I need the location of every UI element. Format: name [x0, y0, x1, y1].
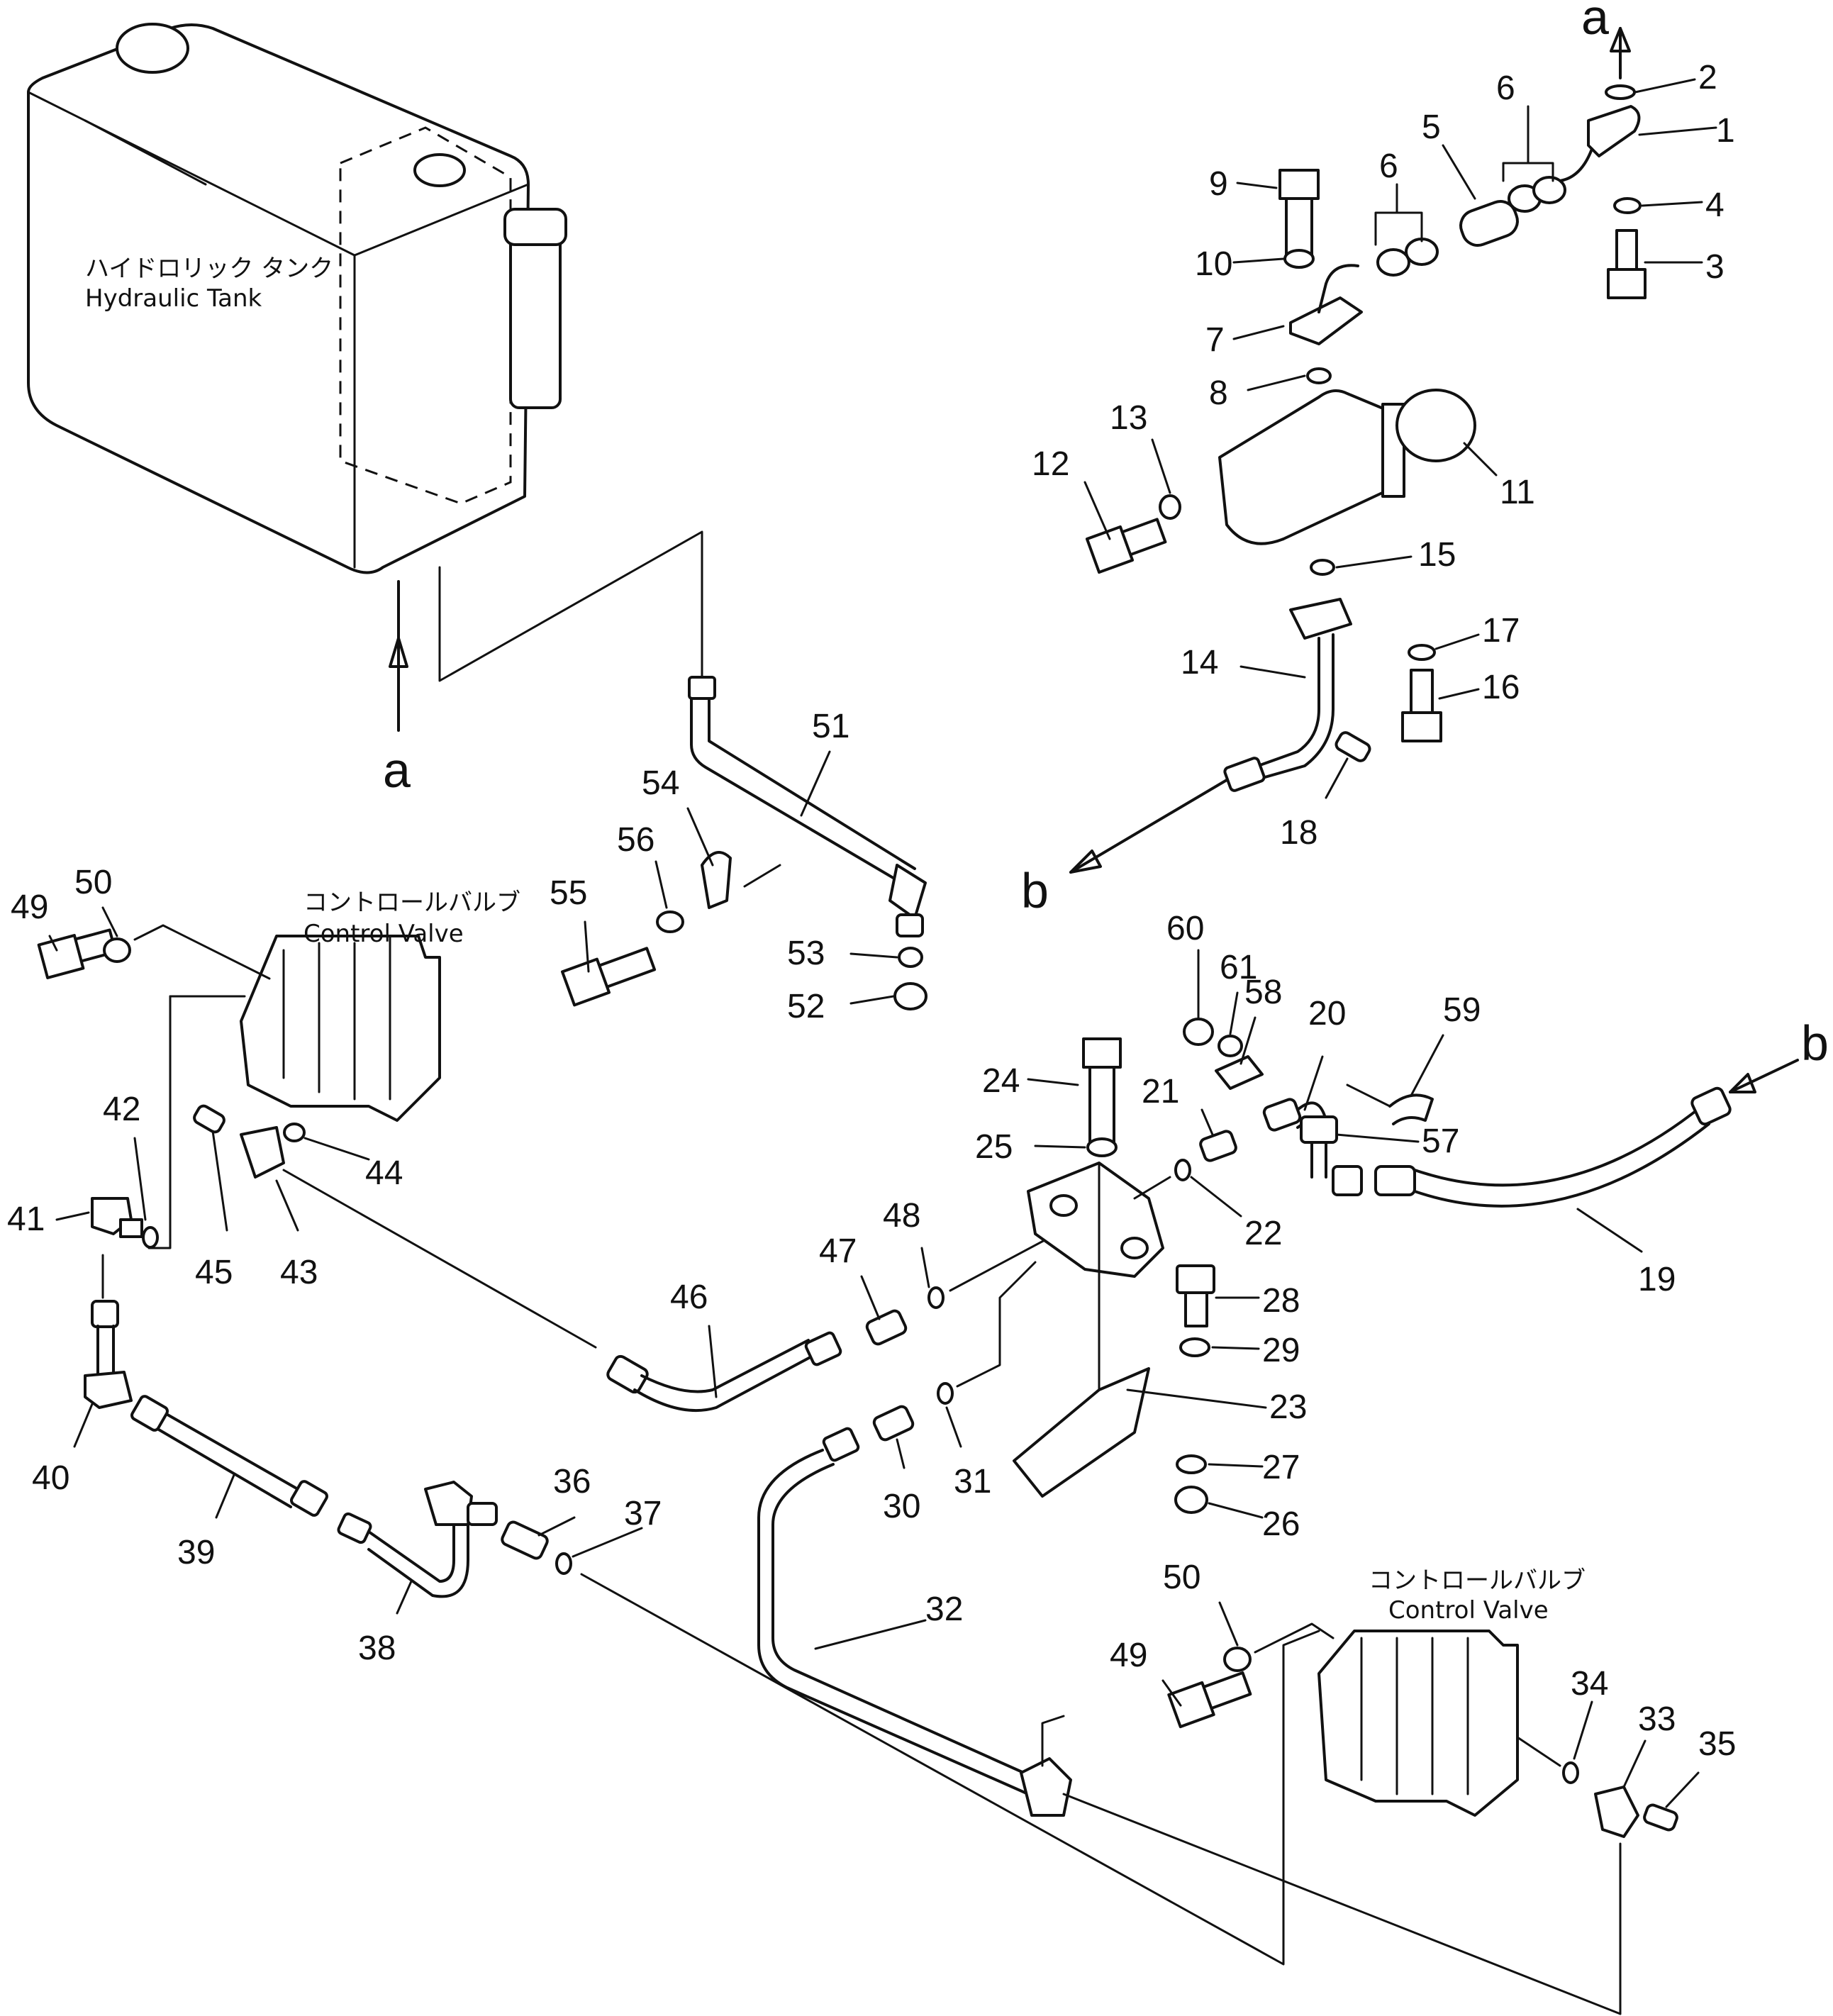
part-label-14: 14 [1181, 644, 1218, 681]
part-label-45: 45 [195, 1254, 233, 1291]
part-label-19: 19 [1638, 1261, 1676, 1298]
part-label-34: 34 [1571, 1665, 1608, 1703]
part-label-40: 40 [32, 1459, 69, 1497]
valve-label-right-en: Control Valve [1388, 1596, 1549, 1625]
control-valve-left: コントロールバルブ Control Valve [37, 889, 597, 1349]
part-label-51: 51 [812, 708, 849, 745]
part-label-4: 4 [1705, 186, 1725, 224]
part-label-54: 54 [642, 764, 679, 802]
part-label-56: 56 [617, 821, 654, 859]
part-label-27: 27 [1262, 1449, 1300, 1486]
part-label-36: 36 [553, 1463, 591, 1500]
hydraulic-tank: ハイドロリック タンク Hydraulic Tank a [27, 23, 567, 798]
part-label-47: 47 [819, 1232, 857, 1270]
part-label-22: 22 [1244, 1215, 1282, 1252]
part-label-50a: 50 [74, 864, 112, 901]
part-label-57: 57 [1422, 1123, 1459, 1160]
part-label-29: 29 [1262, 1332, 1300, 1369]
part-label-46: 46 [670, 1279, 708, 1316]
part-label-31: 31 [954, 1463, 991, 1500]
part-label-41: 41 [7, 1201, 45, 1238]
control-valve-right: コントロールバルブ Control Valve [1062, 1566, 1678, 2015]
part-label-32: 32 [925, 1591, 963, 1628]
part-label-60: 60 [1166, 910, 1204, 947]
pipe-51 [438, 530, 927, 1010]
ref-a-bottom: a [383, 742, 411, 798]
part-label-16: 16 [1482, 669, 1520, 706]
part-label-55: 55 [550, 874, 587, 912]
ref-b-left: b [1021, 863, 1049, 918]
part-label-53: 53 [787, 935, 825, 972]
part-label-59: 59 [1443, 991, 1481, 1029]
valve-label-right-jp: コントロールバルブ [1369, 1566, 1586, 1595]
part-label-20: 20 [1308, 995, 1346, 1032]
part-label-28: 28 [1262, 1282, 1300, 1320]
part-label-39: 39 [177, 1534, 215, 1571]
part-label-24: 24 [982, 1062, 1020, 1100]
part-label-18: 18 [1280, 814, 1317, 852]
part-label-17: 17 [1482, 612, 1520, 650]
part-label-12: 12 [1032, 445, 1069, 483]
tank-label-en: Hydraulic Tank [85, 284, 262, 313]
manifold-group: b [606, 1015, 1829, 1817]
part-label-44: 44 [365, 1154, 403, 1192]
part-label-23: 23 [1269, 1388, 1307, 1426]
part-label-11: 11 [1500, 474, 1535, 511]
part-label-7: 7 [1205, 321, 1225, 359]
part-label-8: 8 [1209, 374, 1228, 412]
tank-label-jp: ハイドロリック タンク [85, 255, 333, 283]
ref-a-top: a [1581, 0, 1609, 45]
part-label-49a: 49 [11, 889, 48, 926]
part-label-35: 35 [1698, 1725, 1736, 1763]
part-label-37: 37 [624, 1495, 662, 1532]
pipes-left-lower [84, 1254, 1285, 1966]
part-label-58: 58 [1244, 974, 1282, 1011]
part-label-61: 61 [1220, 949, 1257, 986]
part-label-5: 5 [1422, 108, 1441, 146]
part-label-13: 13 [1110, 399, 1147, 437]
part-label-48: 48 [883, 1197, 920, 1235]
part-label-1: 1 [1716, 112, 1735, 150]
part-label-50b: 50 [1163, 1559, 1200, 1596]
part-label-21: 21 [1142, 1073, 1179, 1110]
valve-label-left-en: Control Valve [303, 920, 464, 948]
part-label-43: 43 [280, 1254, 318, 1291]
part-label-42: 42 [103, 1091, 140, 1128]
part-label-2: 2 [1698, 59, 1717, 96]
part-label-9: 9 [1209, 165, 1228, 203]
part-label-15: 15 [1418, 536, 1456, 574]
part-label-3: 3 [1705, 248, 1725, 286]
part-label-49b: 49 [1110, 1637, 1147, 1674]
part-label-10: 10 [1195, 245, 1232, 283]
part-number-labels: 1 2 3 4 5 6 6 7 8 9 10 11 12 13 14 15 16… [7, 59, 1736, 1808]
ref-b-right: b [1801, 1015, 1829, 1071]
part-label-38: 38 [358, 1630, 396, 1667]
valve-label-left-jp: コントロールバルブ [303, 889, 520, 917]
part-label-33: 33 [1638, 1700, 1676, 1738]
part-label-52: 52 [787, 988, 825, 1025]
part-label-25: 25 [975, 1128, 1013, 1166]
part-label-6a: 6 [1496, 69, 1515, 107]
filter-assembly: a [1021, 0, 1647, 918]
part-label-30: 30 [883, 1488, 920, 1525]
part-label-6b: 6 [1379, 147, 1398, 185]
part-label-26: 26 [1262, 1505, 1300, 1543]
